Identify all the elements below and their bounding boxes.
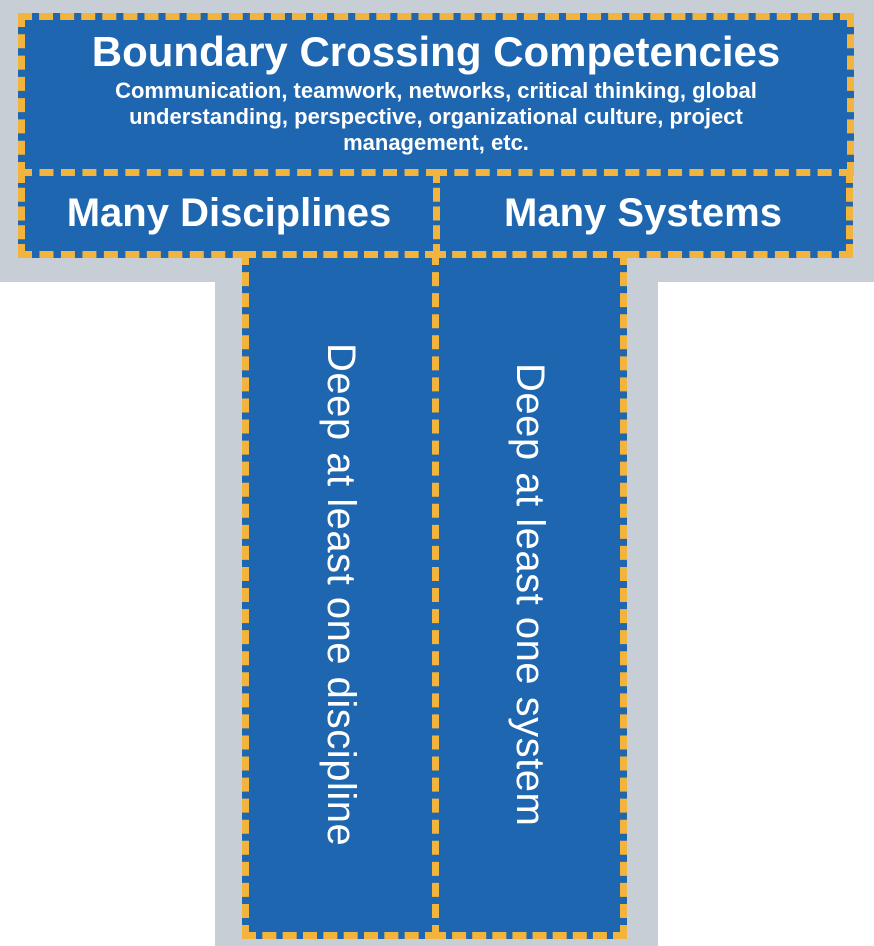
boundary-competencies-box: Boundary Crossing Competencies Communica… <box>18 13 854 176</box>
deep-system-label: Deep at least one system <box>508 363 552 827</box>
many-systems-label: Many Systems <box>504 191 782 235</box>
deep-discipline-bar: Deep at least one discipline <box>242 251 439 939</box>
diagram-title: Boundary Crossing Competencies <box>91 28 781 75</box>
subtitle-line: Communication, teamwork, networks, criti… <box>115 78 757 104</box>
many-disciplines-box: Many Disciplines <box>18 169 440 258</box>
many-systems-box: Many Systems <box>433 169 853 258</box>
deep-discipline-label: Deep at least one discipline <box>319 343 363 847</box>
deep-system-bar: Deep at least one system <box>432 251 627 939</box>
subtitle-line: management, etc. <box>343 130 529 156</box>
subtitle-line: understanding, perspective, organization… <box>129 104 743 130</box>
many-disciplines-label: Many Disciplines <box>66 191 392 235</box>
diagram-subtitle: Communication, teamwork, networks, criti… <box>115 78 757 156</box>
